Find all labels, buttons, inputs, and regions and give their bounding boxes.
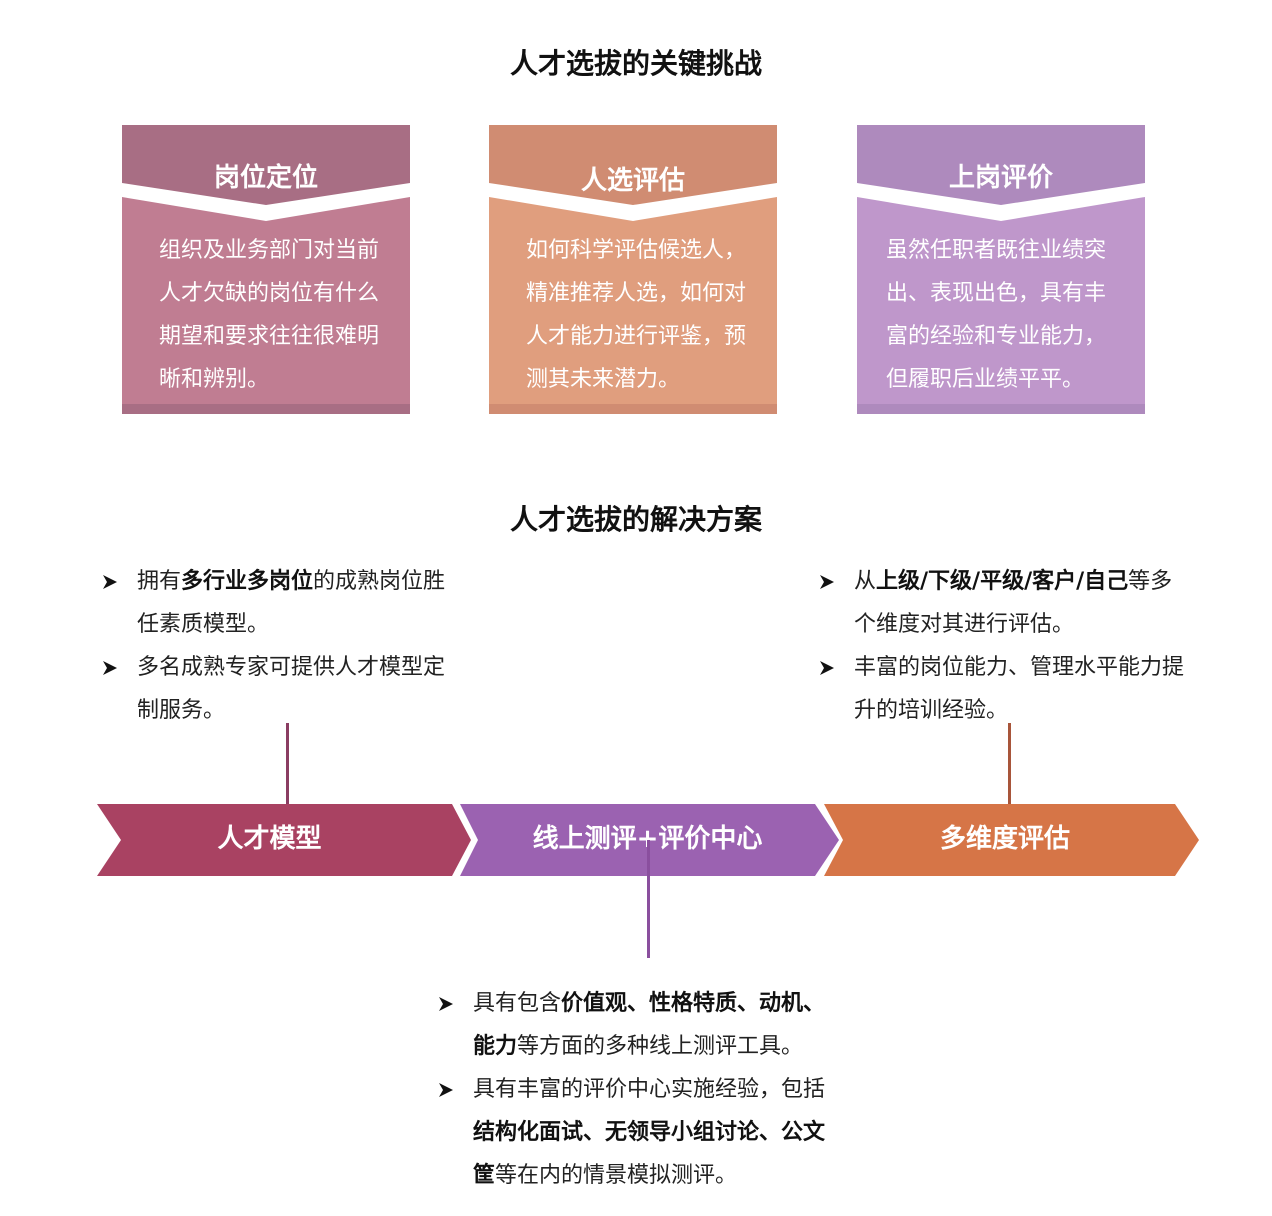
stage-label: 人才模型	[217, 824, 322, 854]
stage-arrow	[824, 804, 1199, 876]
connector-line	[1008, 723, 1011, 827]
bullet-item: 丰富的岗位能力、管理水平能力提升的培训经验。	[817, 646, 1189, 732]
stage-arrow	[97, 804, 471, 876]
connector-line	[647, 840, 650, 958]
card-shape	[122, 125, 410, 414]
bullet-emphasis: 多行业多岗位	[181, 569, 314, 594]
bullet-text: 的成熟岗位胜任素质模型。	[137, 569, 446, 637]
bullet-item: 具有包含价值观、性格特质、动机、能力等方面的多种线上测评工具。	[436, 982, 836, 1068]
challenges-title: 人才选拔的关键挑战	[509, 47, 762, 80]
card-title: 上岗评价	[948, 163, 1053, 193]
bullet-text: 具有丰富的评价中心实施经验，包括	[473, 1077, 826, 1102]
model-bullet-list: 拥有多行业多岗位的成熟岗位胜任素质模型。多名成熟专家可提供人才模型定制服务。	[100, 560, 452, 732]
connector-line	[286, 723, 289, 827]
card-shape	[857, 125, 1145, 414]
bullet-emphasis: 价值观、性格特质、动机、能力	[473, 991, 826, 1059]
online-assessment-bullet-list: 具有包含价值观、性格特质、动机、能力等方面的多种线上测评工具。具有丰富的评价中心…	[436, 982, 836, 1197]
bullet-text: 丰富的岗位能力、管理水平能力提升的培训经验。	[854, 655, 1185, 723]
bullet-text: 具有包含	[473, 991, 562, 1016]
challenge-card: 上岗评价 虽然任职者既往业绩突出、表现出色，具有丰富的经验和专业能力，但履职后业…	[857, 125, 1145, 414]
bullet-item: 具有丰富的评价中心实施经验，包括结构化面试、无领导小组讨论、公文筐等在内的情景模…	[436, 1068, 836, 1197]
card-shape	[489, 125, 777, 414]
bullet-item: 拥有多行业多岗位的成熟岗位胜任素质模型。	[100, 560, 452, 646]
card-body: 组织及业务部门对当前人才欠缺的岗位有什么期望和要求往往很难明晰和辨别。	[159, 238, 380, 392]
card-title: 岗位定位	[213, 163, 318, 193]
stage-label: 多维度评估	[939, 824, 1070, 854]
bullet-item: 从上级/下级/平级/客户/自己等多个维度对其进行评估。	[817, 560, 1189, 646]
bullet-text: 等方面的多种线上测评工具。	[517, 1034, 804, 1059]
card-body: 如何科学评估候选人，精准推荐人选，如何对人才能力进行评鉴，预测其未来潜力。	[526, 238, 747, 392]
card-title: 人选评估	[580, 166, 685, 196]
assessment-bullet-list: 从上级/下级/平级/客户/自己等多个维度对其进行评估。丰富的岗位能力、管理水平能…	[817, 560, 1189, 732]
bullet-item: 多名成熟专家可提供人才模型定制服务。	[100, 646, 452, 732]
bullet-text: 拥有	[137, 569, 182, 594]
challenge-card: 岗位定位 组织及业务部门对当前人才欠缺的岗位有什么期望和要求往往很难明晰和辨别。	[122, 125, 410, 414]
bullet-text: 等在内的情景模拟测评。	[495, 1163, 738, 1188]
bullet-text: 等多个维度对其进行评估。	[854, 569, 1173, 637]
bullet-text: 多名成熟专家可提供人才模型定制服务。	[137, 655, 446, 723]
bullet-text: 从	[854, 569, 877, 594]
solutions-title: 人才选拔的解决方案	[509, 503, 762, 536]
challenge-card: 人选评估 如何科学评估候选人，精准推荐人选，如何对人才能力进行评鉴，预测其未来潜…	[489, 125, 777, 414]
bullet-emphasis: 上级/下级/平级/客户/自己	[876, 569, 1129, 594]
card-body: 虽然任职者既往业绩突出、表现出色，具有丰富的经验和专业能力，但履职后业绩平平。	[886, 238, 1107, 392]
bullet-emphasis: 结构化面试、无领导小组讨论、公文筐	[473, 1120, 826, 1188]
